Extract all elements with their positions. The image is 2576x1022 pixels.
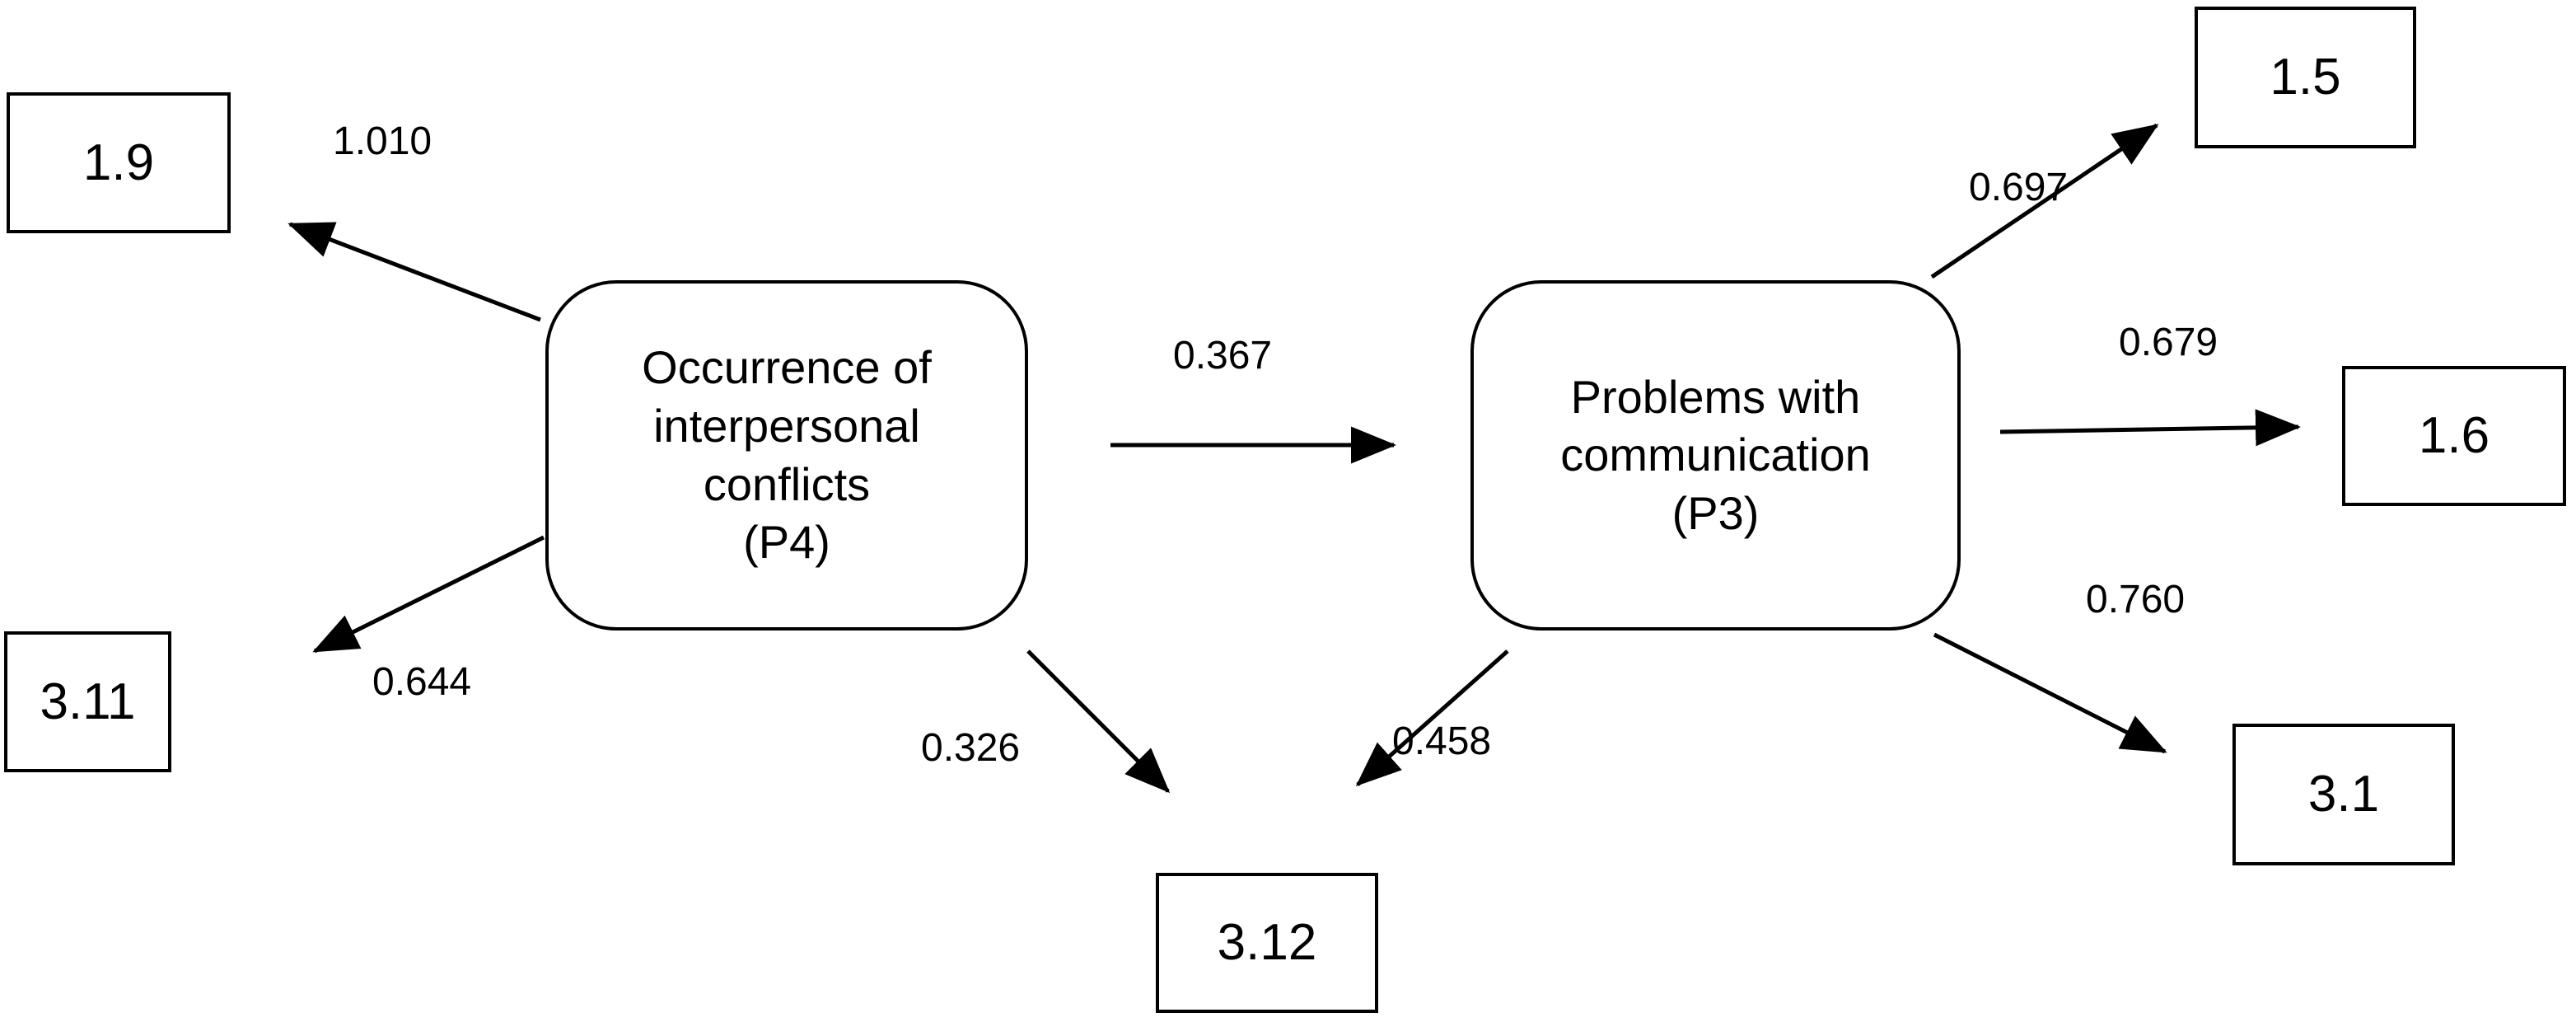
edge-p4-to-3-12	[1026, 649, 1171, 794]
indicator-box-3-12[interactable]: 3.12	[1156, 873, 1378, 1013]
edge-label-1-010: 1.010	[333, 120, 432, 163]
indicator-box-3-1[interactable]: 3.1	[2232, 724, 2455, 865]
edge-label-0-326: 0.326	[921, 726, 1021, 770]
edge-p3-to-3-12	[1355, 649, 1509, 786]
edge-label-0-367: 0.367	[1173, 334, 1273, 377]
indicator-box-label: 1.5	[2270, 49, 2341, 106]
indicator-box-label: 3.11	[40, 673, 136, 730]
edge-label-0-697: 0.697	[1969, 166, 2069, 209]
edge-p3-to-1-6	[1999, 409, 2301, 447]
edge-p4-to-3-11	[312, 535, 545, 654]
indicator-box-1-5[interactable]: 1.5	[2195, 7, 2416, 148]
edge-p3-to-3-1	[1933, 632, 2167, 754]
indicator-box-3-11[interactable]: 3.11	[4, 631, 171, 772]
indicator-box-label: 1.9	[82, 134, 155, 191]
edge-label-0-458: 0.458	[1392, 720, 1492, 763]
edge-p4-to-1-9	[288, 222, 541, 322]
edge-label-0-679: 0.679	[2119, 321, 2218, 364]
indicator-box-1-6[interactable]: 1.6	[2342, 366, 2566, 506]
edge-p3-to-1-5	[1930, 123, 2159, 279]
indicator-box-label: 3.12	[1217, 914, 1317, 972]
edge-label-0-644: 0.644	[372, 660, 472, 704]
edge-label-0-760: 0.760	[2086, 578, 2186, 621]
indicator-box-label: 1.6	[2418, 407, 2490, 465]
indicator-box-1-9[interactable]: 1.9	[7, 92, 231, 233]
indicator-box-label: 3.1	[2307, 766, 2380, 823]
